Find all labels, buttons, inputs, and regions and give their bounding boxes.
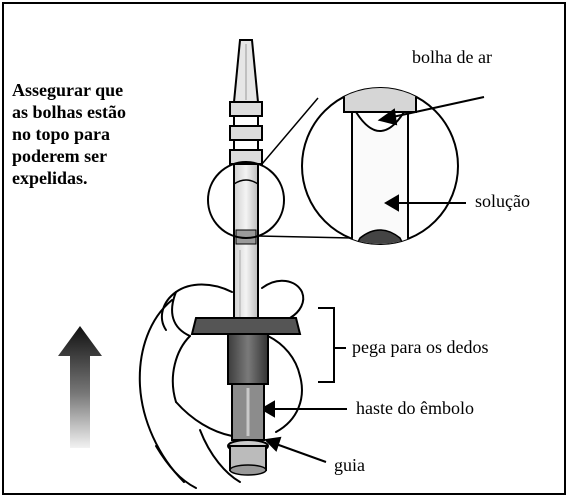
hand-outline (138, 279, 305, 489)
detail-circle (207, 161, 285, 239)
label-solution: solução (475, 191, 530, 211)
magnified-view (301, 87, 459, 245)
instruction-line: expelidas. (12, 168, 88, 188)
instruction-line: poderem ser (12, 146, 108, 166)
label-air-bubble: bolha de ar (412, 47, 492, 67)
finger-grip (190, 317, 302, 385)
plunger-rod (231, 383, 265, 441)
needle-cap (232, 39, 260, 103)
plunger-tip (354, 229, 406, 244)
magnify-connector-bottom (257, 235, 353, 239)
instruction-text: Assegurar que as bolhas estão no topo pa… (12, 79, 187, 189)
needle-hub (229, 101, 263, 165)
up-arrow-icon (58, 326, 102, 448)
label-guide: guia (334, 455, 365, 475)
label-finger-grip: pega para os dedos (352, 337, 489, 357)
instruction-line: no topo para (12, 124, 111, 144)
instruction-line: Assegurar que (12, 80, 124, 100)
finger-grip-bracket (318, 307, 335, 383)
label-plunger-rod: haste do êmbolo (356, 398, 474, 418)
instruction-line: as bolhas estão (12, 102, 127, 122)
plunger-guide (227, 439, 269, 476)
magnify-connector-top (261, 97, 319, 165)
syringe-barrel (233, 163, 259, 325)
label-arrows (260, 96, 485, 463)
